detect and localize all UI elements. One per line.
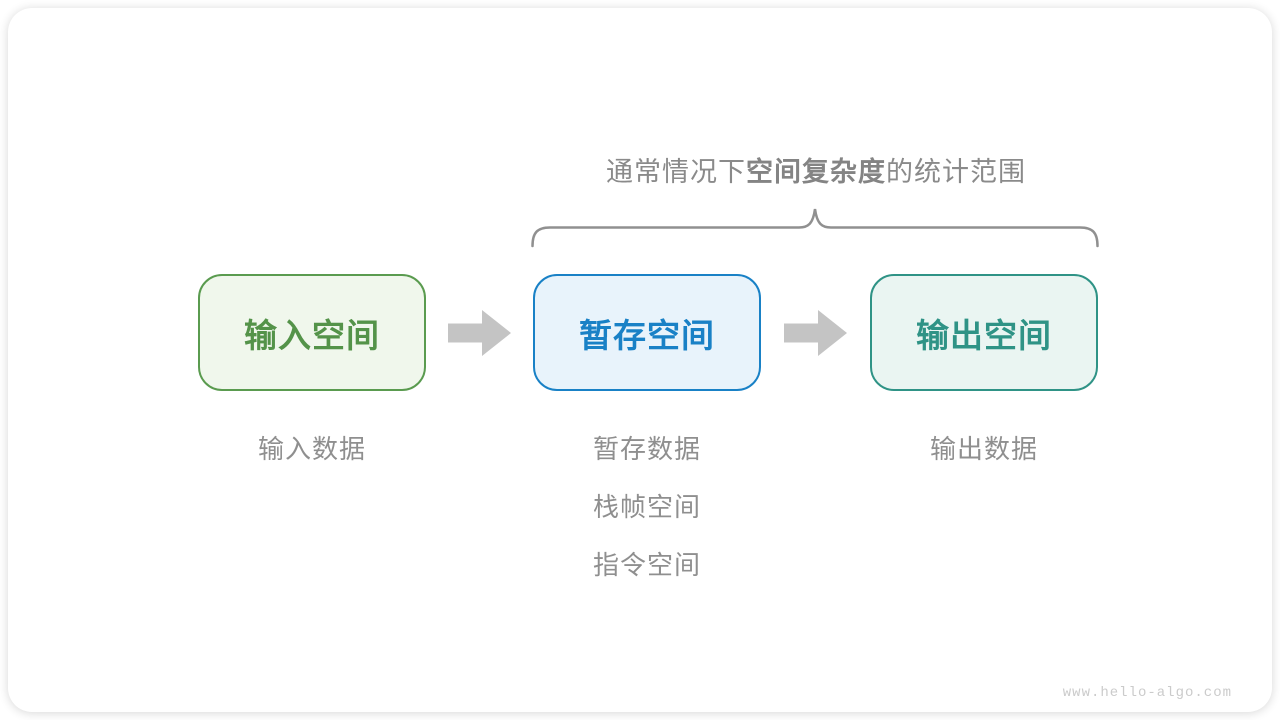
label-input-data: 输入数据 <box>257 434 366 464</box>
diagram-title: 通常情况下空间复杂度的统计范围 <box>533 150 1099 189</box>
label-instruction-space: 指令空间 <box>592 550 701 580</box>
title-prefix: 通常情况下 <box>606 157 746 187</box>
label-stack-frame-space: 栈帧空间 <box>592 492 701 522</box>
title-bold-term: 空间复杂度 <box>746 157 886 187</box>
watermark-url: www.hello-algo.com <box>1062 685 1232 701</box>
box-output-space: 输出空间 <box>870 274 1098 391</box>
box-output-space-label: 输出空间 <box>916 316 1052 354</box>
box-temp-space: 暂存空间 <box>533 274 761 391</box>
box-temp-space-label: 暂存空间 <box>579 316 715 354</box>
arrow-right-icon <box>448 310 511 356</box>
box-input-space-label: 输入空间 <box>244 316 380 354</box>
arrow-right-icon <box>784 310 847 356</box>
diagram-card: 通常情况下空间复杂度的统计范围 输入空间 暂存空间 输出空间 输入数据 暂存数据… <box>8 8 1272 712</box>
box-input-space: 输入空间 <box>198 274 426 391</box>
label-temp-data: 暂存数据 <box>592 434 701 464</box>
curly-brace-icon <box>531 208 1099 248</box>
title-suffix: 的统计范围 <box>886 157 1026 187</box>
label-output-data: 输出数据 <box>929 434 1038 464</box>
temp-space-label-list: 暂存数据 栈帧空间 指令空间 <box>533 429 761 603</box>
